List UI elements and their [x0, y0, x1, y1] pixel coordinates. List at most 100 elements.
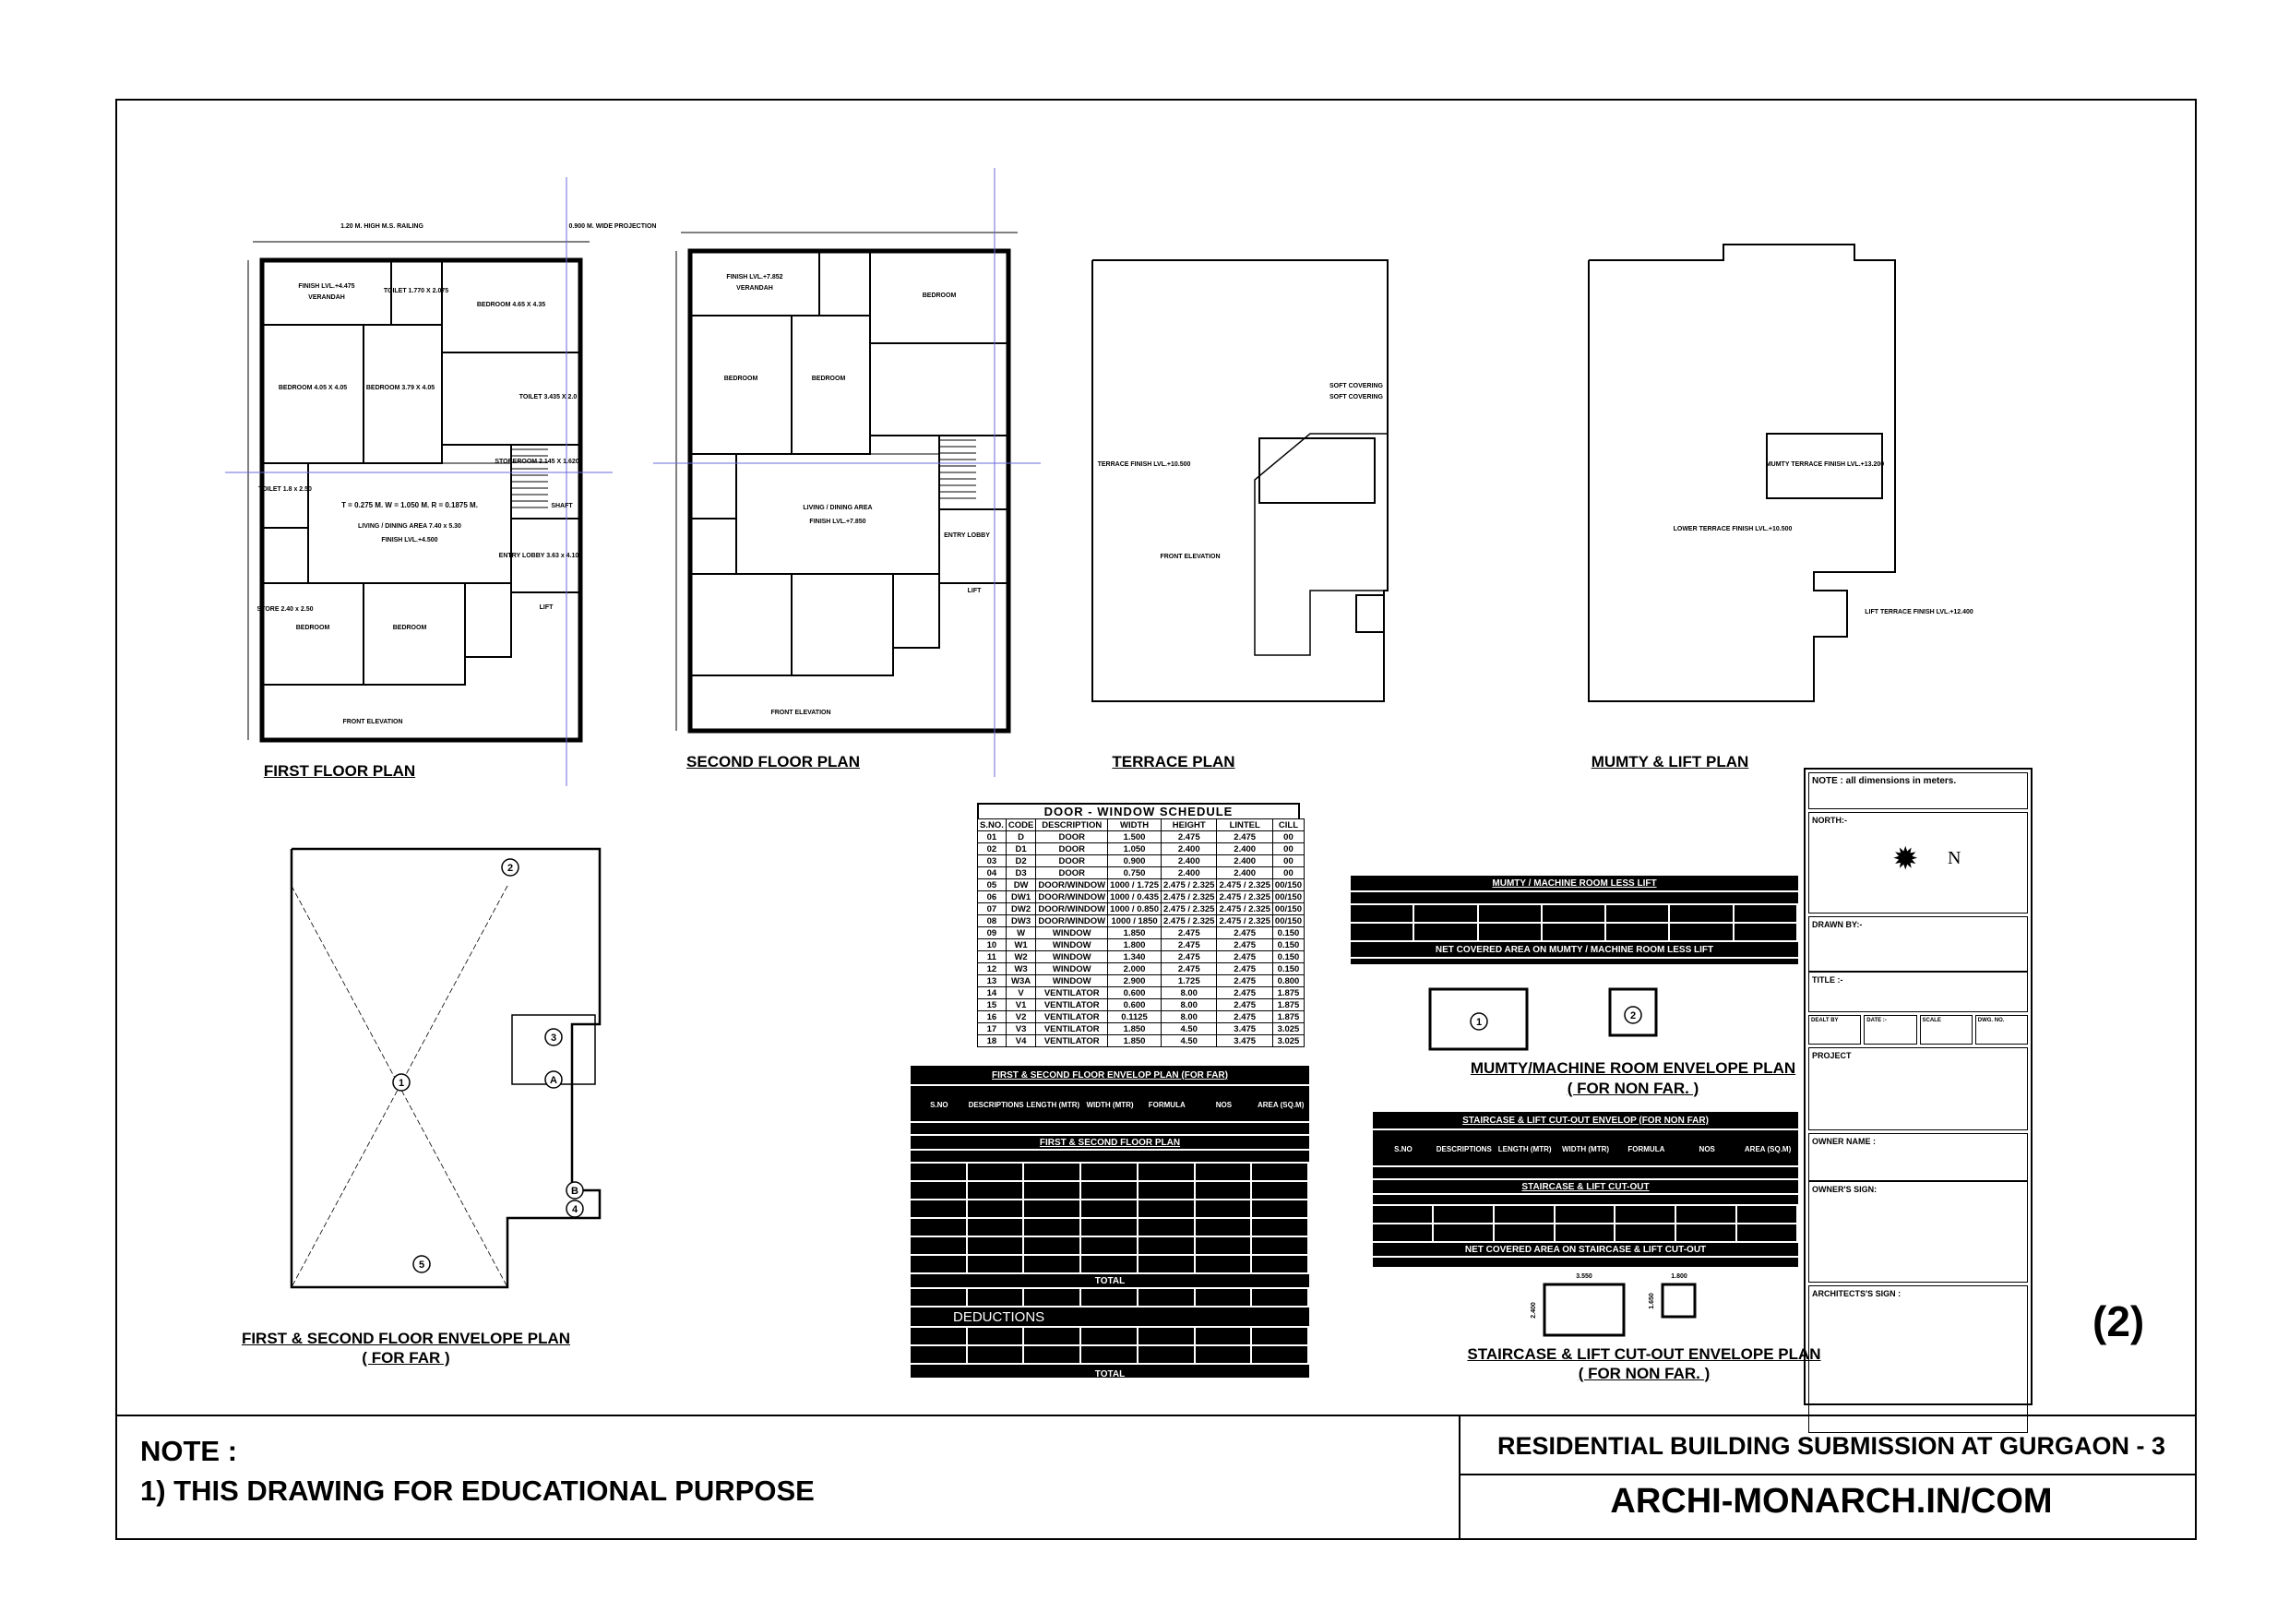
- room-label: 1.20 M. HIGH M.S. RAILING: [340, 223, 423, 230]
- schedule-cell: 1.850: [1107, 926, 1162, 939]
- schedule-cell: 14: [977, 986, 1007, 999]
- schedule-header: WIDTH: [1107, 818, 1162, 831]
- room-label: STOREROOM 2.145 X 1.620: [495, 459, 578, 465]
- schedule-cell: 2.475: [1216, 926, 1273, 939]
- schedule-cell: VENTILATOR: [1035, 1010, 1109, 1023]
- schedule-cell: DOOR: [1035, 830, 1109, 843]
- schedule-cell: 2.475: [1216, 998, 1273, 1011]
- schedule-cell: 05: [977, 878, 1007, 891]
- far-row: [911, 1256, 1310, 1274]
- schedule-cell: DW3: [1005, 914, 1037, 927]
- room-label: TOILET 1.8 x 2.50: [258, 486, 312, 493]
- room-label: BEDROOM 4.65 X 4.35: [477, 302, 545, 308]
- envelope-marker: [412, 1255, 431, 1273]
- sheet-number: (2): [2092, 1297, 2145, 1345]
- schedule-cell: D3: [1005, 866, 1037, 879]
- schedule-cell: 1000 / 0.850: [1107, 902, 1162, 915]
- room-label: BEDROOM: [923, 293, 957, 299]
- first-floor-plan-title: FIRST FLOOR PLAN: [263, 762, 416, 780]
- table-header: NOS: [1699, 1144, 1715, 1153]
- room-label: 0.900 M. WIDE PROJECTION: [569, 223, 657, 230]
- schedule-cell: 3.475: [1216, 1034, 1273, 1047]
- far-row: [911, 1219, 1310, 1237]
- schedule-cell: W1: [1005, 938, 1037, 951]
- schedule-cell: 1.850: [1107, 1034, 1162, 1047]
- envelope-marker-label: B: [571, 1186, 578, 1197]
- envelope-marker-label: 4: [572, 1204, 578, 1215]
- far-row: [911, 1237, 1310, 1256]
- room-wall: [818, 250, 871, 316]
- schedule-cell: 16: [977, 1010, 1007, 1023]
- room-label: FINISH LVL.+7.850: [809, 519, 865, 525]
- schedule-cell: 8.00: [1160, 998, 1218, 1011]
- envelope-marker-label: 2: [507, 863, 513, 874]
- schedule-cell: 11: [977, 950, 1007, 963]
- room-label: BEDROOM 3.79 X 4.05: [366, 385, 435, 391]
- schedule-header: DESCRIPTION: [1035, 818, 1109, 831]
- schedule-cell: 2.475: [1216, 986, 1273, 999]
- schedule-cell: DOOR/WINDOW: [1035, 914, 1109, 927]
- room-label: MUMTY TERRACE FINISH LVL.+13.200: [1766, 461, 1884, 468]
- schedule-cell: VENTILATOR: [1035, 986, 1109, 999]
- schedule-cell: V3: [1005, 1022, 1037, 1035]
- schedule-cell: DOOR/WINDOW: [1035, 890, 1109, 903]
- schedule-cell: DOOR: [1035, 842, 1109, 855]
- room-wall: [892, 573, 940, 649]
- room-wall: [261, 324, 364, 464]
- room-label: VERANDAH: [308, 294, 345, 301]
- room-label: STORE 2.40 x 2.50: [257, 606, 314, 613]
- room-label: SOFT COVERING: [1329, 394, 1384, 400]
- room-wall: [689, 573, 793, 676]
- table-header: FORMULA: [1148, 1100, 1186, 1109]
- schedule-cell: 00/150: [1271, 902, 1305, 915]
- compass-icon: ✹: [1892, 842, 1919, 877]
- schedule-cell: VENTILATOR: [1035, 998, 1109, 1011]
- schedule-cell: VENTILATOR: [1035, 1022, 1109, 1035]
- schedule-cell: 17: [977, 1022, 1007, 1035]
- north-letter: N: [1948, 848, 1961, 868]
- schedule-cell: 0.150: [1271, 938, 1305, 951]
- schedule-cell: WINDOW: [1035, 974, 1109, 987]
- room-wall: [307, 462, 512, 584]
- table-header: WIDTH (MTR): [1561, 1144, 1610, 1153]
- schedule-cell: 0.150: [1271, 950, 1305, 963]
- schedule-cell: DOOR: [1035, 854, 1109, 867]
- schedule-cell: 2.400: [1216, 854, 1273, 867]
- room-label: TOILET 3.435 X 2.0: [519, 394, 578, 400]
- room-label: VERANDAH: [736, 285, 773, 292]
- second-floor-plan-title: SECOND FLOOR PLAN: [686, 753, 860, 770]
- lift-cutout-rect: [1661, 1283, 1697, 1319]
- deductions-label: DEDUCTIONS: [911, 1308, 1309, 1328]
- room-wall: [869, 342, 1009, 436]
- stair-net-label: NET COVERED AREA ON STAIRCASE & LIFT CUT…: [1373, 1243, 1798, 1258]
- schedule-cell: 2.475: [1216, 974, 1273, 987]
- stair-envelope-title: STAIRCASE & LIFT CUT-OUT ENVELOPE PLAN: [1467, 1345, 1821, 1363]
- mumty-envelope-title: MUMTY/MACHINE ROOM ENVELOPE PLAN: [1470, 1059, 1796, 1077]
- schedule-cell: 00/150: [1271, 914, 1305, 927]
- schedule-cell: 1.725: [1160, 974, 1218, 987]
- room-label: BEDROOM: [393, 625, 427, 631]
- schedule-cell: 2.475 / 2.325: [1216, 878, 1273, 891]
- schedule-cell: 2.475: [1160, 938, 1218, 951]
- schedule-cell: 8.00: [1160, 1010, 1218, 1023]
- title-block: NOTE : all dimensions in meters. NORTH:-…: [1804, 768, 2033, 1433]
- footer-note-line: 1) THIS DRAWING FOR EDUCATIONAL PURPOSE: [140, 1475, 815, 1507]
- mumty-area-table: MUMTY / MACHINE ROOM LESS LIFT NET COVER…: [1351, 876, 1798, 964]
- envelope-marker: [566, 1181, 584, 1200]
- room-wall: [261, 527, 309, 584]
- envelope-plan-subtitle: ( FOR FAR ): [362, 1349, 450, 1367]
- north-panel: NORTH:- ✹ N: [1808, 812, 2028, 914]
- schedule-cell: 09: [977, 926, 1007, 939]
- schedule-header: CODE: [1005, 818, 1037, 831]
- room-wall: [689, 250, 820, 316]
- schedule-cell: 04: [977, 866, 1007, 879]
- room-label: LIFT TERRACE FINISH LVL.+12.400: [1865, 609, 1973, 615]
- schedule-cell: 2.900: [1107, 974, 1162, 987]
- schedule-cell: 15: [977, 998, 1007, 1011]
- schedule-cell: 2.475 / 2.325: [1160, 902, 1218, 915]
- terrace-plan-title: TERRACE PLAN: [1112, 753, 1235, 770]
- schedule-cell: V4: [1005, 1034, 1037, 1047]
- room-wall: [687, 248, 1011, 734]
